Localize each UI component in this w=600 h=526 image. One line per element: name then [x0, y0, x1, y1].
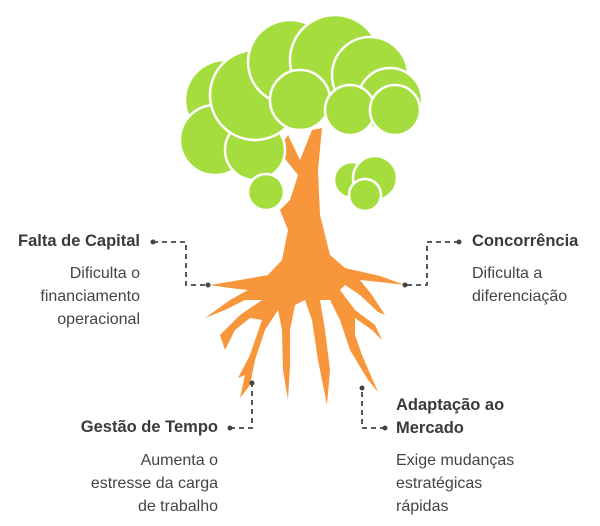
- desc-line: Dificulta a: [472, 265, 543, 282]
- desc-line: rápidas: [396, 498, 449, 515]
- title-line: Mercado: [396, 419, 464, 437]
- desc-line: estratégicas: [396, 475, 483, 492]
- connectors: [153, 241, 459, 429]
- desc-line: Exige mudanças: [396, 452, 515, 469]
- title-line: Adaptação ao: [396, 396, 505, 414]
- connector-adaptacao: [361, 388, 385, 429]
- item-title-gestao-de-tempo: Gestão de Tempo: [80, 418, 218, 436]
- desc-line: diferenciação: [472, 288, 568, 305]
- tree-roots-trunk: [205, 128, 405, 405]
- desc-line: operacional: [57, 311, 140, 328]
- connector-dots: [150, 239, 462, 431]
- connector-gestao-de-tempo: [230, 383, 253, 429]
- item-title-falta-de-capital: Falta de Capital: [18, 232, 140, 250]
- connector-falta-de-capital: [153, 241, 208, 286]
- item-desc-adaptacao-ao-mercado: Exige mudanças estratégicas rápidas: [396, 449, 514, 518]
- desc-line: Aumenta o: [140, 452, 218, 469]
- tree-canopy: [178, 13, 424, 213]
- item-title-concorrencia: Concorrência: [472, 232, 579, 250]
- desc-line: estresse da carga: [90, 475, 218, 492]
- item-title-adaptacao-ao-mercado: Adaptação ao Mercado: [396, 394, 504, 440]
- desc-line: financiamento: [40, 288, 140, 305]
- item-desc-gestao-de-tempo: Aumenta o estresse da carga de trabalho: [91, 449, 218, 518]
- item-desc-concorrencia: Dificulta a diferenciação: [472, 262, 567, 308]
- desc-line: de trabalho: [137, 498, 218, 515]
- item-desc-falta-de-capital: Dificulta o financiamento operacional: [40, 262, 140, 331]
- desc-line: Dificulta o: [69, 265, 140, 282]
- connector-concorrencia: [405, 241, 459, 286]
